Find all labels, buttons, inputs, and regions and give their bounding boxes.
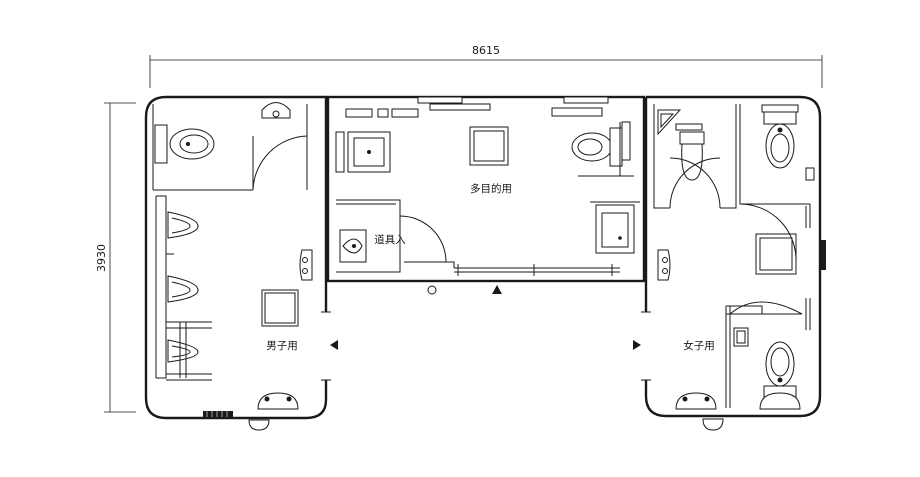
mens-unit: 男子用 — [144, 95, 338, 431]
corner-sink-icon — [657, 109, 703, 136]
baby-chair-icon — [733, 327, 749, 347]
washbasin-icon — [595, 204, 635, 254]
vent-grille — [203, 411, 233, 417]
caster-icon — [427, 285, 437, 295]
toilet-icon — [571, 121, 631, 167]
womens-unit: 女子用 — [633, 95, 826, 431]
room-label-storage: 道具入 — [374, 233, 406, 246]
caster-icon — [248, 419, 270, 431]
entrance-arrow-icon — [492, 285, 502, 294]
toilet-icon — [679, 131, 705, 181]
sink-icon — [657, 249, 671, 281]
room-label-multipurpose: 多目的用 — [470, 182, 512, 195]
vent-grille — [819, 240, 826, 270]
entrance-arrow-icon — [330, 340, 338, 350]
dimension-left: 3930 — [95, 102, 136, 413]
room-label-mens: 男子用 — [266, 340, 298, 352]
toilet-icon — [763, 341, 797, 399]
urinal-icon — [167, 211, 199, 239]
sink-icon — [257, 392, 299, 410]
changing-table-icon — [469, 126, 509, 166]
washbasin-icon — [261, 289, 299, 327]
dimension-height-label: 3930 — [95, 244, 108, 272]
urinal-icon — [167, 275, 199, 303]
sink-icon — [675, 392, 717, 410]
caster-icon — [702, 418, 724, 431]
dimension-width-label: 8615 — [472, 44, 500, 57]
urinal-icon — [167, 339, 199, 363]
entrance-arrow-icon — [633, 340, 641, 350]
dimension-top: 8615 — [149, 44, 823, 88]
washbasin-icon — [755, 233, 797, 275]
multipurpose-unit: 多目的用 道具入 — [326, 95, 646, 295]
toilet-icon — [154, 124, 215, 164]
sink-icon — [261, 102, 291, 119]
sink-icon — [299, 249, 313, 281]
sink-icon — [347, 131, 391, 173]
room-label-womens: 女子用 — [683, 339, 715, 352]
toilet-icon — [763, 111, 797, 169]
sink-icon — [339, 229, 367, 263]
sink-icon — [759, 392, 801, 410]
